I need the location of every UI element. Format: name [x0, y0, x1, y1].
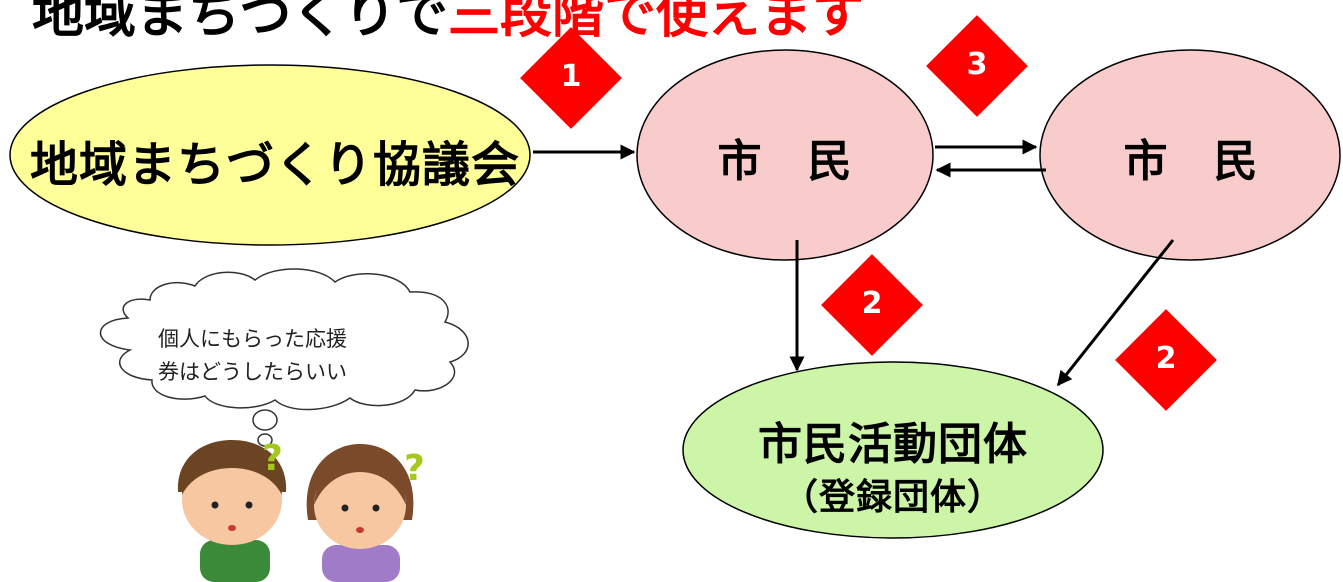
person-woman-illustration [306, 444, 414, 582]
step2b-number: 2 [1155, 341, 1177, 376]
headline-black: 地域まちづくりで [32, 0, 449, 45]
citizen-b-node [1039, 49, 1341, 261]
question-mark-2: ? [404, 448, 425, 489]
council-label: 地域まちづくり協議会 [30, 137, 521, 193]
thought-line-2: 券はどうしたらいい [158, 360, 347, 384]
arrow-citizen-b-to-group [1056, 239, 1175, 387]
thought-line-1: 個人にもらった応援 [158, 327, 347, 351]
question-mark-1: ? [262, 438, 283, 479]
thought-dot-2 [257, 433, 273, 447]
step2b-badge [1115, 309, 1217, 411]
citizen-a-node [636, 49, 934, 261]
person-man-illustration [177, 440, 287, 582]
group-sublabel: （登録団体） [781, 477, 1004, 518]
thought-dot-1 [252, 409, 278, 431]
group-node [682, 361, 1104, 539]
citizen-b-label: 市 民 [1123, 136, 1259, 187]
step1-number: 1 [560, 59, 582, 94]
headline: 地域まちづくりで三段階で使えます [32, 0, 864, 47]
council-node [9, 64, 531, 246]
thought-cloud [99, 268, 469, 411]
headline-red: 三段階で使えます [448, 0, 865, 45]
citizen-a-label: 市 民 [717, 136, 853, 187]
step2a-number: 2 [861, 286, 883, 321]
group-label: 市民活動団体 [758, 419, 1028, 470]
step3-number: 3 [966, 47, 988, 82]
